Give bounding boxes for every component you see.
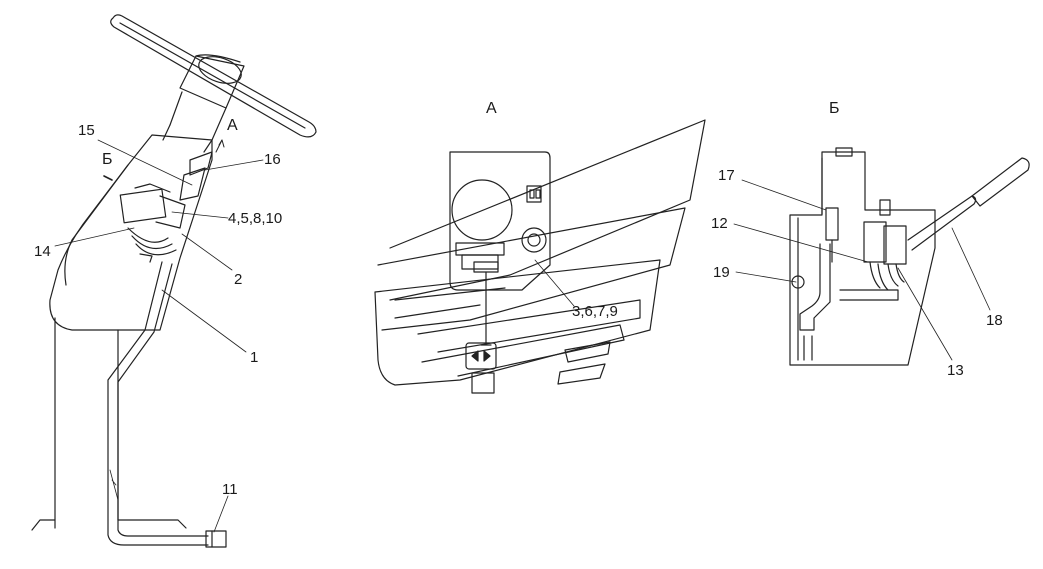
main-leaders (54, 139, 264, 533)
callout-15: 15 (78, 122, 95, 139)
steering-wheel (110, 14, 317, 141)
view-a-title: А (486, 100, 497, 117)
callout-12: 12 (711, 215, 728, 232)
callout-14: 14 (34, 243, 51, 260)
steering-column-view (31, 14, 317, 548)
callout-1: 1 (250, 349, 259, 366)
column-casing (49, 134, 213, 331)
callout-16: 16 (264, 151, 281, 168)
callout-18: 18 (986, 312, 1003, 329)
callout-17: 17 (718, 167, 735, 184)
connector-11 (205, 530, 227, 548)
callout-3-6-7-9: 3,6,7,9 (572, 303, 618, 320)
callout-13: 13 (947, 362, 964, 379)
callout-19: 19 (713, 264, 730, 281)
view-arrow-label-a: А (227, 117, 238, 134)
view-b-leaders (733, 179, 991, 361)
view-b-title: Б (829, 100, 840, 117)
view-a (374, 119, 706, 394)
callout-2: 2 (234, 271, 243, 288)
view-arrow-label-b: Б (102, 151, 113, 168)
wiring-harness (107, 261, 209, 546)
view-b (789, 147, 1030, 366)
callout-11: 11 (222, 481, 238, 498)
callout-4-5-8-10: 4,5,8,10 (228, 210, 283, 227)
